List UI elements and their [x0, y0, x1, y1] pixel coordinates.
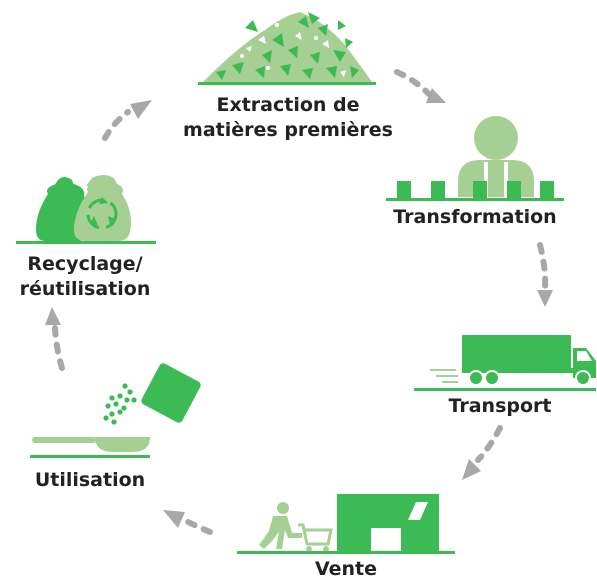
arrow-transport-to-vente	[462, 425, 503, 480]
utilisation-label: Utilisation	[34, 469, 146, 491]
cooking-pan-icon	[30, 363, 201, 458]
factory-worker-icon	[386, 116, 564, 201]
raw-materials-pile-icon	[198, 12, 376, 85]
arrow-recyclage-to-extraction	[102, 100, 152, 141]
transport-label: Transport	[448, 395, 552, 417]
transformation-label: Transformation	[393, 206, 557, 228]
arrow-transformation-to-transport	[537, 242, 553, 307]
recyclage-label-line2: réutilisation	[19, 278, 151, 300]
extraction-label: Extraction de matières premières	[183, 93, 393, 143]
vente-label: Vente	[314, 558, 378, 580]
extraction-label-line1: Extraction de	[216, 94, 360, 116]
shopping-store-icon	[237, 494, 455, 554]
recycling-bags-icon	[16, 175, 156, 244]
extraction-label-line2: matières premières	[183, 119, 393, 141]
arrow-utilisation-to-recyclage	[45, 307, 65, 371]
recyclage-label: Recyclage/ réutilisation	[5, 252, 165, 302]
delivery-truck-icon	[414, 335, 596, 391]
arrow-vente-to-utilisation	[163, 510, 213, 535]
recyclage-label-line1: Recyclage/	[27, 253, 143, 275]
arrow-extraction-to-transformation	[394, 69, 446, 103]
